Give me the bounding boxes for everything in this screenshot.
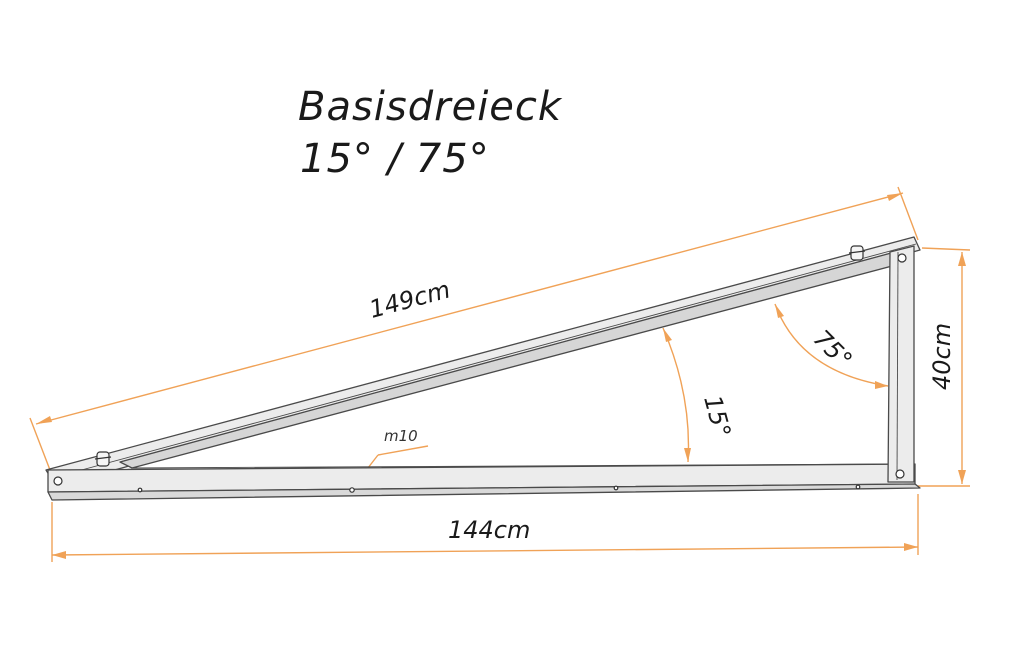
bolt-leader-line <box>377 445 429 456</box>
fasteners <box>53 253 907 493</box>
hypotenuse-dimension-line <box>35 192 904 425</box>
angle-75-label: 75° <box>808 324 858 374</box>
angle-75-arrow-top <box>775 304 784 318</box>
triangle-frame <box>45 236 921 501</box>
clamp-left-line <box>94 456 112 460</box>
base-rail-edge <box>131 463 901 469</box>
angle-15-arc <box>662 327 690 463</box>
hypotenuse-extension-left <box>29 417 51 471</box>
diagram-title: Basisdreieck <box>298 84 563 130</box>
angle-15-arrow-top <box>663 328 672 342</box>
diagram-angles-title: 15° / 75° <box>300 136 490 182</box>
hypotenuse-arrow-right <box>887 193 903 201</box>
bolt-base-small-1 <box>137 487 143 493</box>
bolt-bottom-post <box>895 469 905 479</box>
base-rail-lower-face <box>47 483 921 501</box>
bolt-base-small-2 <box>613 485 619 491</box>
angle-75-arrow-bottom <box>875 381 888 389</box>
vertical-post-edge <box>896 251 899 481</box>
bolt-base-m10 <box>349 487 355 493</box>
height-arrow-top <box>958 252 966 266</box>
base-arrow-left <box>52 551 66 559</box>
height-extension-top <box>921 247 971 251</box>
height-arrow-bottom <box>958 470 966 484</box>
hypotenuse-extension-right <box>897 186 919 241</box>
rail-clamps <box>94 245 866 467</box>
bolt-left-corner <box>53 476 63 486</box>
base-arrow-right <box>904 543 918 551</box>
height-label: 40cm <box>928 323 956 390</box>
bolt-top-post <box>897 253 907 263</box>
bolt-label: m10 <box>384 427 418 445</box>
base-dimension-line <box>51 546 919 556</box>
bolt-base-small-3 <box>855 484 861 490</box>
angle-75-arc <box>774 303 889 387</box>
sloped-rail-lower-face <box>119 251 896 469</box>
angle-15-label: 15° <box>698 392 736 440</box>
sloped-rail-edge-1 <box>51 243 917 479</box>
base-label: 144cm <box>448 516 530 544</box>
vertical-post <box>887 245 915 483</box>
clamp-right-line <box>848 250 866 254</box>
angle-15-arrow-bottom <box>684 448 691 462</box>
hypotenuse-arrow-left <box>36 416 52 424</box>
dimension-lines <box>29 186 971 562</box>
